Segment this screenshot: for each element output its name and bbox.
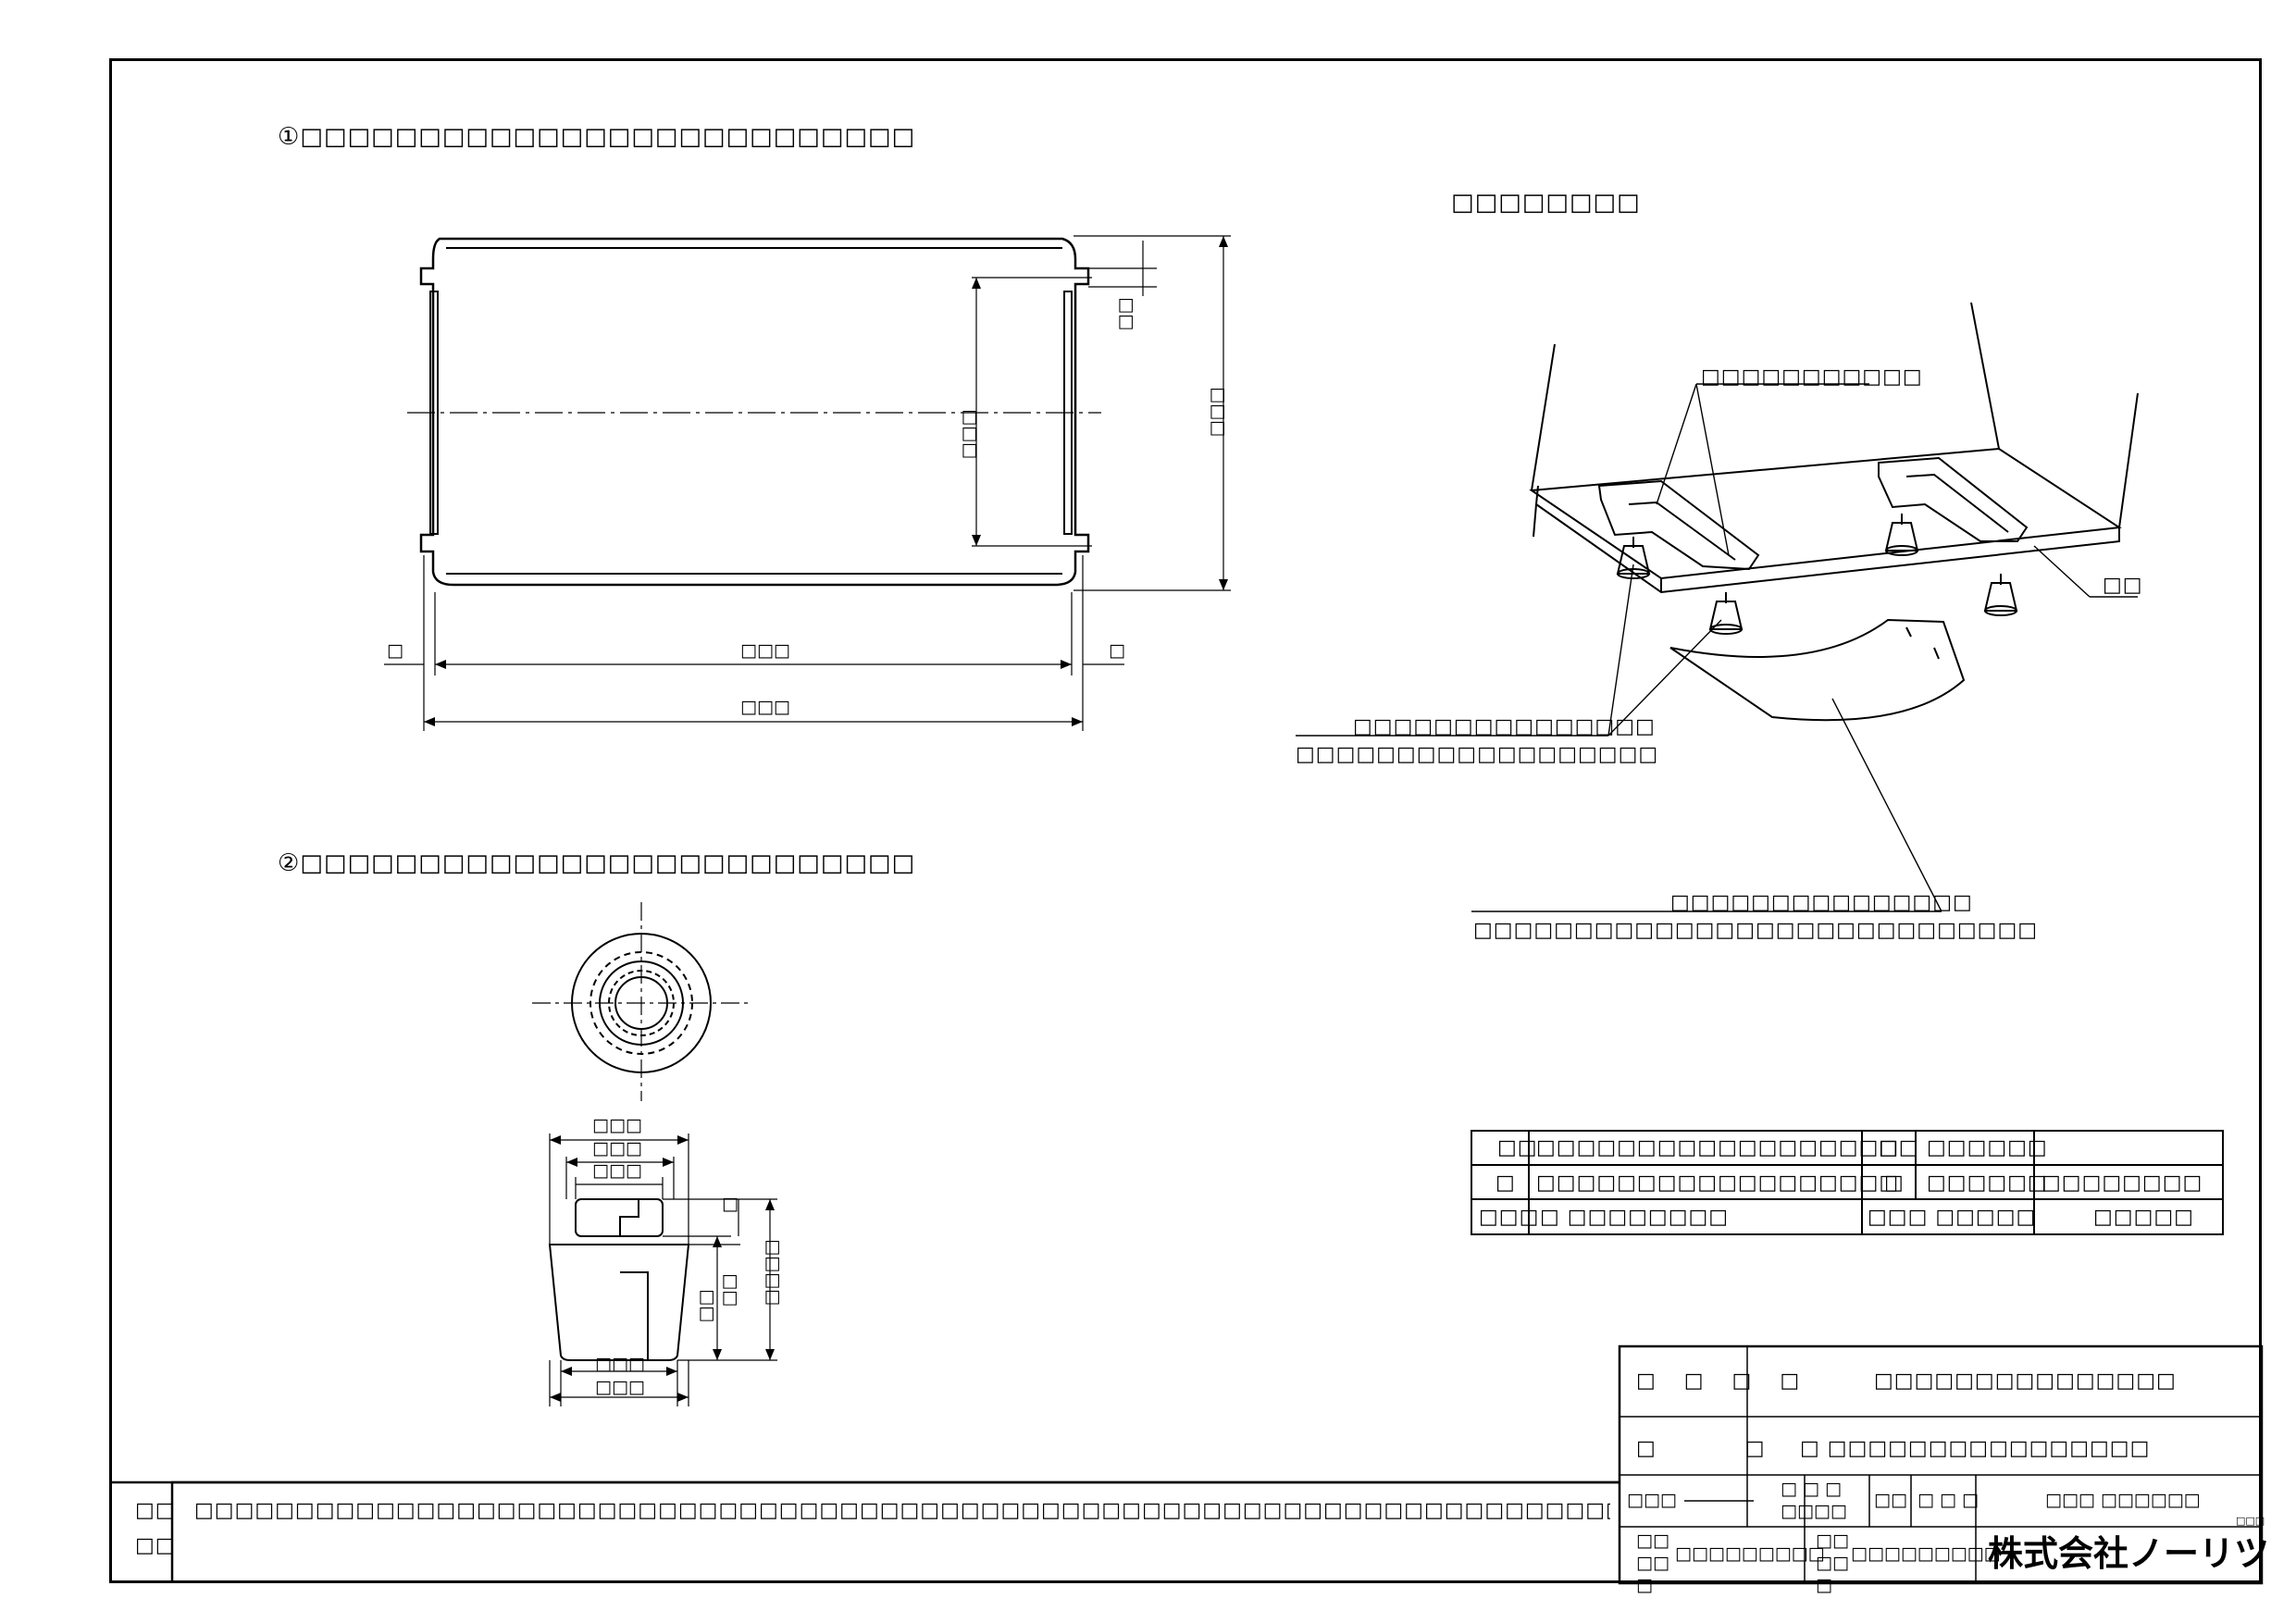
tb-r3-tiny: □□□ (2236, 1515, 2265, 1527)
tb-r3-b: □ □ □ (1781, 1479, 1842, 1499)
note-label-1: □□ (135, 1499, 176, 1522)
tb-r4-a3: □ (1636, 1575, 1653, 1595)
tb-r4-a2: □□ (1636, 1553, 1669, 1573)
tb-r4-b: □□□□□□□□□ (1675, 1543, 1825, 1564)
foot-dim-top-3: □□□ (592, 1160, 642, 1181)
foot-dim-right-3: □□ (695, 1289, 716, 1323)
parts-r1-c4: □□□□□□ (1927, 1136, 2048, 1159)
parts-r1-c2: □□□□□□□□□□□□□□□□□□ (1536, 1136, 1900, 1159)
parts-r3-c4: □□□ □□□□□ (1868, 1206, 2037, 1229)
label-cover-2: □□□□□□□□□□□□□□□□□□□□□□□□□□□□ (1473, 919, 2039, 942)
parts-table-lines (1471, 1130, 2224, 1235)
tb-r3-e: □□□ □□□□□□ (2045, 1490, 2201, 1510)
note-box-lines (109, 1481, 1620, 1583)
tb-r1-value: □□□□□□□□□□□□□□□ (1874, 1369, 2177, 1393)
parts-r1-c1: □□ (1497, 1136, 1538, 1159)
tb-r3-c: □□ (1874, 1490, 1907, 1510)
label-bolt: □□ (2103, 574, 2143, 597)
parts-r2-c5: □□□□□□□□ (2042, 1171, 2203, 1195)
parts-r2-c4: □□□□□□ (1927, 1171, 2048, 1195)
dim-outer-width: □□□ (740, 697, 790, 717)
foot-dim-right-2: □□ (718, 1273, 739, 1307)
dim-left-gap: □ (387, 640, 403, 661)
tb-r4-c3: □ (1816, 1575, 1832, 1595)
foot-top-view (532, 902, 750, 1101)
dim-outer-height: □□□ (1206, 387, 1227, 438)
panel-plan-view (419, 237, 1090, 587)
foot-dim-right-1: □ (722, 1194, 738, 1214)
tb-r4-c: □□ (1816, 1530, 1849, 1551)
parts-r3-c2: □ □□□□□□□□ (1540, 1206, 1730, 1229)
label-foot-1: □□□□□□□□□□□□□□□ (1353, 715, 1656, 738)
dim-inner-height: □□□ (958, 409, 979, 460)
parts-r2-c1: □ (1496, 1171, 1516, 1195)
parts-r1-c3: □□ (1879, 1136, 1919, 1159)
parts-r3-c1: □□□ (1479, 1206, 1540, 1229)
tb-r4-a: □□ (1636, 1530, 1669, 1551)
note-text: □□□□□□□□□□□□□□□□□□□□□□□□□□□□□□□□□□□□□□□□… (194, 1501, 1610, 1521)
tb-r1-label: □ □ □ □ (1636, 1369, 1811, 1393)
tb-r3-d: □ □ □ (1917, 1490, 1979, 1510)
tb-r3-b2: □□□□ (1781, 1501, 1847, 1521)
parts-r2-c2: □□□□□□□□□□□□□□□□□□ (1536, 1171, 1900, 1195)
dim-small-right: □□ (1114, 297, 1136, 331)
iso-foot (1616, 545, 1651, 579)
foot-dim-bottom-2: □□□ (595, 1377, 645, 1397)
isometric-view (1296, 302, 2139, 912)
tb-r4-c2: □□ (1816, 1553, 1849, 1573)
tb-r4-d: □□□□□□□□□ (1851, 1543, 2001, 1564)
section-2-title: ②□□□□□□□□□□□□□□□□□□□□□□□□□□ (278, 849, 916, 877)
section-3-title: □□□□□□□□ (1451, 189, 1641, 217)
label-cover-1: □□□□□□□□□□□□□□□ (1670, 891, 1973, 914)
label-bracket: □□□□□□□□□□□ (1701, 365, 1923, 389)
tb-r2-label: □ □ (1636, 1437, 1806, 1460)
parts-r3-c5: □□□□□ (2093, 1206, 2194, 1229)
note-label-2: □□ (135, 1534, 176, 1557)
section-1-title: ①□□□□□□□□□□□□□□□□□□□□□□□□□□ (278, 123, 916, 151)
dim-inner-width: □□□ (740, 640, 790, 661)
dim-right-gap: □ (1109, 640, 1125, 661)
tb-r3-a: □□□ (1627, 1490, 1677, 1510)
company-logo: 株式会社ノーリツ (1988, 1533, 2270, 1574)
foot-side-view (548, 1134, 777, 1406)
foot-dim-top-1: □□□ (592, 1115, 642, 1135)
title-block-lines (1618, 1344, 2264, 1585)
parts-r2-c3: □ (1884, 1171, 1905, 1195)
tb-r2-value: □ □□□□□□□□□□□□□□□□ (1800, 1437, 2151, 1460)
label-foot-2: □□□□□□□□□□□□□□□□□□ (1296, 743, 1659, 766)
drawing-frame (109, 58, 2262, 1583)
foot-dim-right-total: □□□□ (761, 1239, 782, 1307)
foot-dim-top-2: □□□ (592, 1138, 642, 1158)
foot-dim-bottom-1: □□□ (595, 1354, 645, 1374)
